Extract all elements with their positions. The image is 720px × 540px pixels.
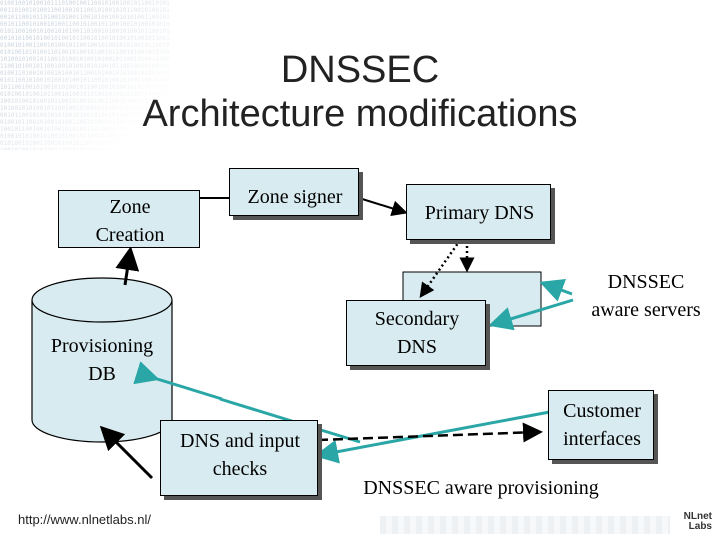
db-checks-teal-double-arrow (133, 361, 223, 401)
slide-title: DNSSEC Architecture modifications (0, 48, 720, 136)
footer-strip (380, 516, 670, 534)
nlnet-labs-logo: NLnet Labs (683, 511, 712, 532)
secondary-dns-label: Secondary DNS (374, 308, 460, 358)
zone-signer-box: Zone signer (229, 168, 359, 216)
customer-interfaces-box: Customer interfaces (548, 390, 654, 460)
binary-fade (0, 0, 200, 160)
provisioning-db-label: Provisioning DB (50, 335, 154, 385)
customer-to-checks-teal-arrow (314, 409, 556, 464)
primary-dns-box: Primary DNS (406, 184, 551, 240)
primary-to-secondary-dotted-arrow (419, 235, 465, 299)
footer-url-link[interactable]: http://www.nlnetlabs.nl/ (18, 512, 151, 527)
servers-to-secondary-teal-arrow (488, 298, 574, 331)
servers-to-backing-teal-arrow (539, 278, 573, 302)
signer-to-primary-arrow (358, 197, 408, 217)
dns-checks-label: DNS and input checks (180, 430, 300, 480)
dnssec-aware-servers-label: DNSSEC aware servers (591, 271, 701, 321)
title-line-2: Architecture modifications (142, 93, 578, 135)
zone-creation-label: Zone Creation (95, 196, 165, 246)
dnssec-aware-provisioning-label: DNSSEC aware provisioning (363, 477, 599, 499)
provisioning-db-cylinder (31, 277, 173, 443)
zone-creation-box: Zone Creation (58, 190, 200, 248)
db-to-zone-creation-arrow (115, 246, 140, 286)
customer-interfaces-label: Customer interfaces (563, 400, 641, 450)
checks-to-db-arrow (99, 425, 154, 480)
zone-signer-label: Zone signer (247, 186, 343, 208)
title-line-1: DNSSEC (280, 49, 440, 91)
secondary-dns-box: Secondary DNS (346, 300, 486, 366)
checks-to-customer-dashed-arrow (317, 422, 543, 443)
primary-dns-label: Primary DNS (424, 202, 535, 224)
dns-checks-box: DNS and input checks (160, 420, 318, 496)
